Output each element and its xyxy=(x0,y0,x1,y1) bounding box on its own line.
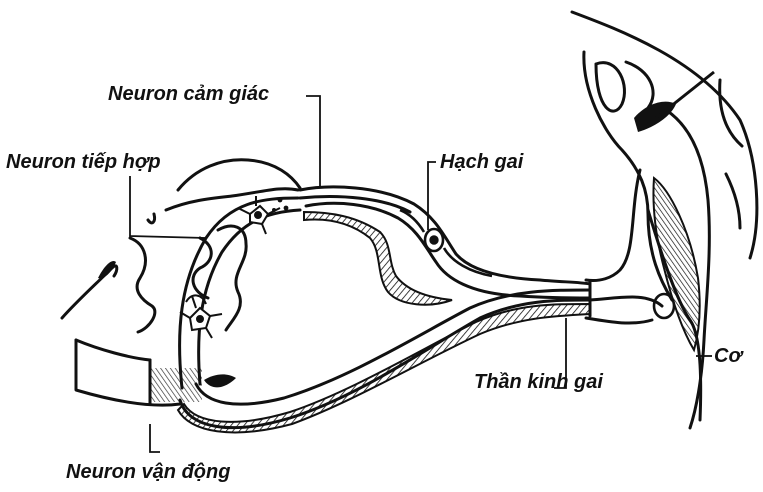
dorsal-root xyxy=(300,187,590,298)
root-shadow-inner xyxy=(204,374,236,387)
leader-lines xyxy=(130,96,712,452)
ganglion-cell-icon xyxy=(180,295,222,338)
label-muscle: Cơ xyxy=(714,346,742,366)
label-spinal-ganglion: Hạch gai xyxy=(440,152,523,172)
label-interneuron: Neuron tiếp hợp xyxy=(6,152,161,172)
root-shadow-upper xyxy=(304,212,452,305)
instrument-line xyxy=(646,72,714,126)
label-motor-neuron: Neuron vận động xyxy=(66,462,230,482)
muscle-belly-shading xyxy=(653,178,699,350)
cord-hatch-block xyxy=(150,368,202,402)
label-spinal-nerve: Thần kinh gai xyxy=(474,372,603,392)
ventral-root-hatch xyxy=(178,304,590,432)
neuromuscular-junction xyxy=(654,294,674,318)
label-sensory-neuron: Neuron cảm giác xyxy=(108,84,269,104)
spinal-ganglion-body xyxy=(400,210,492,276)
